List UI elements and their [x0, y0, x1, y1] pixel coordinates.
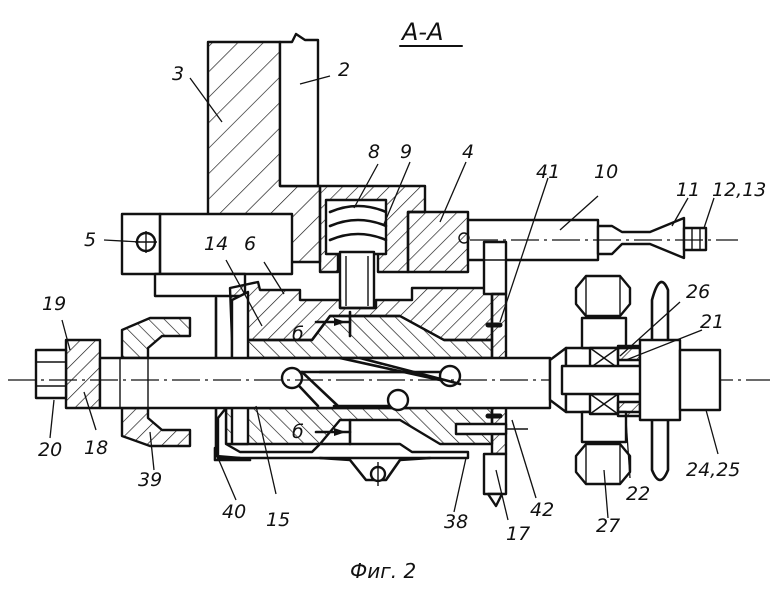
main-housing: [214, 280, 494, 460]
callout-4: 4: [462, 141, 474, 163]
callout-27: 27: [596, 515, 620, 537]
callout-24-25: 24,25: [686, 459, 740, 481]
clamp-block: [120, 212, 294, 298]
callout-15: 15: [266, 509, 290, 531]
leader-lines: [49, 75, 719, 521]
section-title-text: A-A: [400, 18, 444, 46]
bracket-40: [213, 446, 432, 486]
callout-9: 9: [400, 141, 412, 163]
callout-19: 19: [42, 293, 66, 315]
callout-8: 8: [368, 141, 380, 163]
callout-20: 20: [38, 439, 62, 461]
callout-10: 10: [594, 161, 618, 183]
callout-5: 5: [84, 229, 96, 251]
callout-11: 11: [676, 179, 700, 201]
right-assembly: [548, 274, 722, 486]
section-arrow-upper: б: [292, 310, 352, 345]
callout-39: 39: [138, 469, 162, 491]
section-arrow-lower: б: [292, 418, 352, 446]
callout-42: 42: [530, 499, 554, 521]
rod-10-11: [470, 216, 738, 260]
callout-6: 6: [244, 233, 256, 255]
callout-21: 21: [700, 311, 724, 333]
callouts: 2 3 4 5 6 8 9 10 11 12,13 14 15 17 18 19…: [38, 59, 766, 545]
section-mark-lower: б: [292, 421, 304, 443]
section-title: A-A: [399, 18, 463, 47]
shaft-15: [8, 356, 770, 412]
nuts-left: [34, 338, 102, 410]
section-mark-upper: б: [292, 323, 304, 345]
callout-26: 26: [686, 281, 710, 303]
left-cap-39: [120, 316, 192, 448]
callout-2: 2: [338, 59, 350, 81]
callout-22: 22: [626, 483, 650, 505]
callout-14: 14: [204, 233, 228, 255]
callout-17: 17: [506, 523, 530, 545]
frame-part-2: [278, 32, 425, 188]
figure-caption: Фиг. 2: [350, 559, 416, 583]
callout-38: 38: [444, 511, 468, 533]
callout-40: 40: [222, 501, 246, 523]
callout-41: 41: [536, 161, 560, 183]
callout-12-13: 12,13: [712, 179, 766, 201]
pin-38: [454, 422, 528, 436]
spring-housing: [318, 184, 427, 310]
callout-18: 18: [84, 437, 108, 459]
callout-3: 3: [172, 63, 184, 85]
